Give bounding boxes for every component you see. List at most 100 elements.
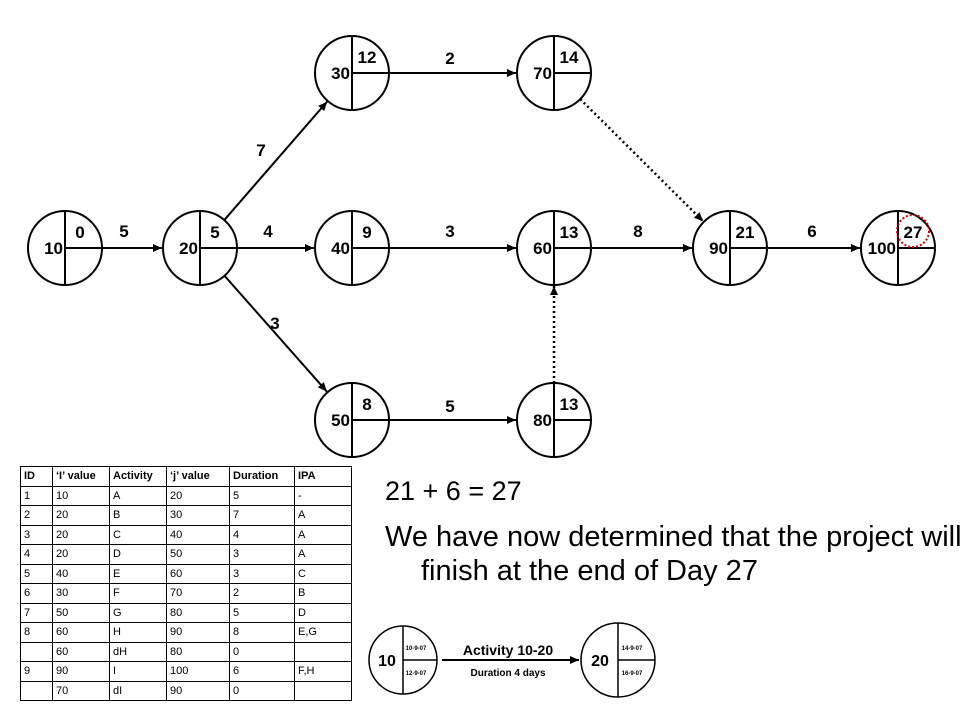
table-cell: E [109, 563, 167, 584]
table-cell: A [294, 524, 352, 545]
table-cell: 9 [20, 661, 53, 682]
table-cell: 90 [166, 622, 230, 643]
table-cell: G [109, 602, 167, 623]
node-30: 30 12 [314, 35, 390, 111]
table-cell: 5 [20, 563, 53, 584]
table-cell: 1 [20, 485, 53, 506]
table-cell: B [294, 583, 352, 604]
conclusion-text: We have now determined that the project … [385, 521, 960, 587]
node-20: 205 [162, 210, 238, 286]
table-cell: 80 [166, 602, 230, 623]
table-cell: 0 [229, 680, 295, 701]
highlight-ring [896, 214, 930, 248]
legend-start-top-date: 10-9-07 [406, 646, 427, 652]
table-cell: 2 [229, 583, 295, 604]
table-cell: 4 [229, 524, 295, 545]
table-cell: 80 [166, 641, 230, 662]
duration-label-40-60: 3 [445, 222, 454, 241]
legend-start-node: 10 10-9-07 12-9-07 [368, 625, 438, 695]
table-cell: 8 [229, 622, 295, 643]
table-cell: dH [109, 641, 167, 662]
duration-label-50-80: 5 [445, 397, 454, 416]
table-cell: 60 [52, 641, 110, 662]
node-earliest-start: 14 [560, 48, 579, 67]
legend-activity-label: Activity 10-20 [463, 642, 553, 658]
table-cell: D [294, 602, 352, 623]
node-50: 50 8 [314, 382, 390, 458]
table-cell: 90 [166, 680, 230, 701]
table-cell: B [109, 505, 167, 526]
table-cell: 2 [20, 505, 53, 526]
node-id-label: 60 [533, 239, 552, 258]
table-cell: 60 [52, 622, 110, 643]
table-cell: A [294, 505, 352, 526]
table-header: Duration [229, 466, 295, 487]
legend-end-id: 20 [591, 653, 609, 670]
table-cell: 50 [166, 544, 230, 565]
legend-start-bottom-date: 12-9-07 [406, 671, 427, 677]
table-cell: I [109, 661, 167, 682]
legend-end-node: 20 14-9-07 16-9-07 [580, 622, 656, 698]
table-cell: 6 [229, 661, 295, 682]
node-id-label: 50 [331, 411, 350, 430]
duration-label-20-40: 4 [263, 222, 273, 241]
table-cell: 20 [52, 544, 110, 565]
table-cell: 30 [166, 505, 230, 526]
node-id-label: 100 [868, 239, 896, 258]
table-cell: C [294, 563, 352, 584]
table-cell: F,H [294, 661, 352, 682]
table-cell: 20 [52, 505, 110, 526]
table-header: IPA [294, 466, 352, 487]
node-id-label: 10 [44, 239, 63, 258]
table-cell: dI [109, 680, 167, 701]
duration-label-30-70: 2 [445, 49, 454, 68]
table-cell: A [294, 544, 352, 565]
table-cell [294, 641, 352, 662]
table-cell: 6 [20, 583, 53, 604]
node-earliest-start: 0 [75, 223, 84, 242]
table-cell [20, 641, 53, 662]
activity-arrow-20-30 [223, 101, 328, 221]
table-cell: 30 [52, 583, 110, 604]
dummy-arrow-70-90 [579, 98, 704, 223]
activity-arrow-20-50 [223, 275, 328, 393]
node-earliest-start: 8 [362, 395, 371, 414]
table-cell: 5 [229, 485, 295, 506]
table-cell: 10 [52, 485, 110, 506]
node-earliest-start: 12 [358, 48, 377, 67]
table-cell: E,G [294, 622, 352, 643]
table-header: ‘I’ value [52, 466, 110, 487]
node-id-label: 80 [533, 411, 552, 430]
table-cell: 3 [20, 524, 53, 545]
duration-label-20-30: 7 [256, 141, 265, 160]
table-cell: 7 [229, 505, 295, 526]
table-cell: 3 [229, 563, 295, 584]
duration-label-90-100: 6 [807, 222, 816, 241]
table-cell: 20 [52, 524, 110, 545]
table-cell: 70 [52, 680, 110, 701]
table-cell: F [109, 583, 167, 604]
legend-start-id: 10 [378, 653, 396, 670]
table-cell: 40 [52, 563, 110, 584]
table-header: ‘j’ value [166, 466, 230, 487]
activity-table: ID ‘I’ value Activity ‘j’ value Duration… [20, 466, 352, 701]
node-earliest-start: 27 [904, 223, 923, 242]
node-id-label: 30 [331, 64, 350, 83]
duration-label-60-90: 8 [633, 222, 642, 241]
